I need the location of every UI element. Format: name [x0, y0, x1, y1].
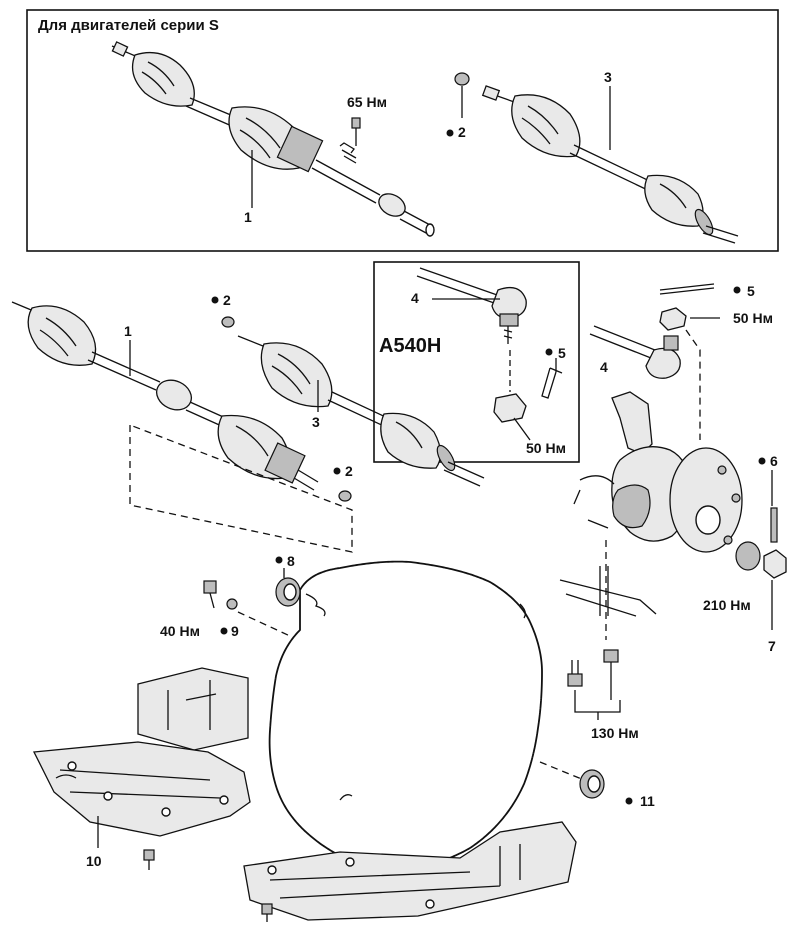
label-2-upper: 2 [223, 292, 231, 308]
torque-65: 65 Нм [347, 94, 387, 110]
drive-shaft-right-top [481, 85, 739, 244]
label-6: 6 [770, 453, 778, 469]
label-9: 9 [231, 623, 239, 639]
label-11: 11 [640, 793, 655, 809]
seal-11 [539, 761, 633, 805]
label-3-top: 3 [604, 69, 612, 85]
s-series-panel: Для двигателей серии S 1 65 Нм [26, 9, 779, 252]
torque-50-inset: 50 Нм [526, 440, 566, 456]
label-10: 10 [86, 853, 102, 869]
drive-shaft-left-top [111, 41, 435, 237]
shaft-dashed-guide [129, 424, 353, 553]
label-5-right: 5 [747, 283, 755, 299]
torque-40: 40 Нм [160, 623, 200, 639]
label-5-inset: 5 [558, 345, 566, 361]
splash-shield-10 [32, 667, 251, 870]
a540h-panel: A540H 4 5 50 Нм [373, 261, 580, 463]
s-series-frame [26, 9, 779, 252]
label-1-main: 1 [124, 323, 132, 339]
transaxle-housing-outline [268, 560, 543, 870]
a540h-title: A540H [379, 335, 441, 357]
nut-2-upper [211, 296, 235, 328]
torque-210: 210 Нм [703, 597, 751, 613]
bolt-40 [203, 580, 291, 637]
label-7: 7 [768, 638, 776, 654]
torque-50-right: 50 Нм [733, 310, 773, 326]
label-2-top: 2 [458, 124, 466, 140]
tie-rod-end-inset [416, 267, 563, 441]
splash-shield-lower [243, 821, 577, 922]
label-2-lower: 2 [345, 463, 353, 479]
knuckle-assembly [559, 283, 787, 640]
s-series-title: Для двигателей серии S [38, 17, 219, 34]
label-8: 8 [287, 553, 295, 569]
drive-shaft-left-main [11, 301, 319, 491]
label-4-inset: 4 [411, 290, 419, 306]
nut-2-top [446, 72, 470, 137]
label-1-top: 1 [244, 209, 252, 225]
nut-2-lower [333, 467, 352, 502]
drive-shaft-right-main [237, 335, 485, 487]
bolts-130 [567, 649, 621, 720]
label-4-right: 4 [600, 359, 608, 375]
torque-130: 130 Нм [591, 725, 639, 741]
seal-8 [275, 556, 301, 607]
a540h-frame [373, 261, 580, 463]
label-3-main: 3 [312, 414, 320, 430]
